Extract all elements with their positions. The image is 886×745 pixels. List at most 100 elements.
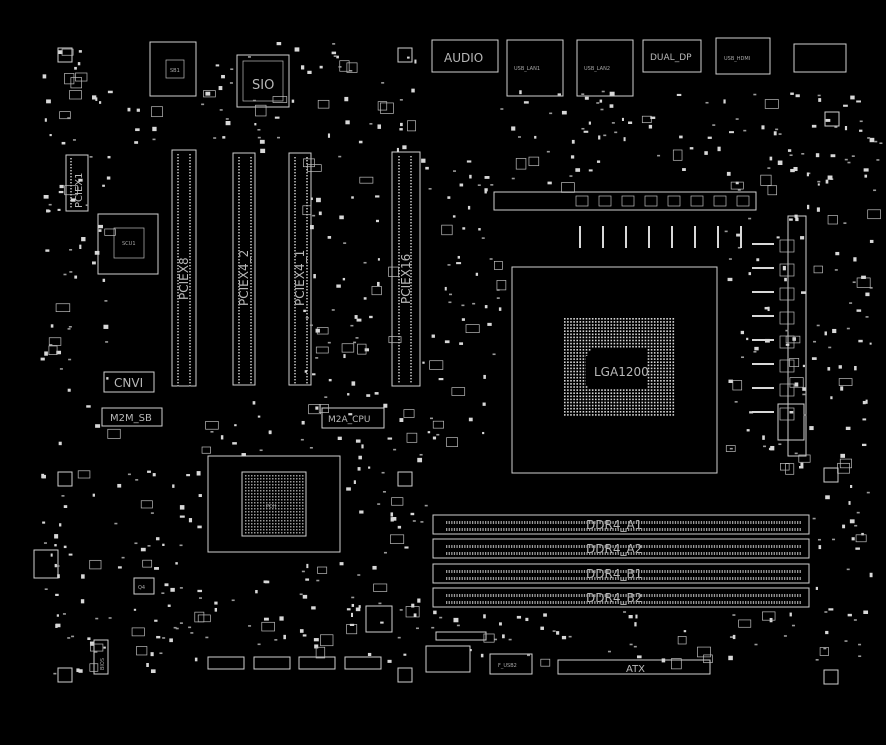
pad	[647, 389, 650, 391]
pciex4-1-slot[interactable]	[288, 152, 312, 386]
pad	[576, 407, 578, 410]
audio-connector[interactable]	[431, 39, 499, 73]
pch-chip[interactable]	[241, 471, 307, 537]
cpu-socket[interactable]	[511, 266, 718, 474]
pad	[294, 223, 296, 225]
pad	[398, 174, 400, 176]
pad	[238, 208, 240, 210]
pciex16-slot[interactable]	[391, 151, 421, 387]
pad	[560, 594, 562, 597]
pad	[459, 601, 461, 604]
left-jumper-block[interactable]	[33, 549, 59, 579]
usb-lan2-connector[interactable]	[576, 39, 634, 97]
atx-connector[interactable]	[557, 659, 711, 675]
pad	[177, 382, 179, 384]
pad	[189, 373, 191, 375]
bottom-block[interactable]	[425, 645, 471, 673]
pch-footprint[interactable]	[207, 455, 341, 553]
pad	[653, 373, 656, 376]
top-right-connector[interactable]	[793, 43, 847, 73]
bottom-header-3[interactable]	[298, 656, 336, 670]
pad	[647, 373, 650, 376]
pad	[680, 552, 682, 555]
pad	[760, 570, 762, 573]
scu1-chip[interactable]	[97, 213, 159, 275]
usb-lan1-connector[interactable]	[506, 39, 564, 97]
m2m-sb-connector[interactable]	[101, 407, 163, 427]
pad	[629, 327, 631, 329]
pad	[666, 383, 668, 385]
pad	[752, 552, 755, 555]
usb-hdmi-connector[interactable]	[715, 37, 771, 75]
pad	[410, 222, 412, 224]
pad	[359, 510, 364, 514]
pad	[474, 577, 476, 580]
pad	[850, 95, 855, 100]
pad	[600, 108, 604, 111]
pad	[576, 364, 578, 367]
cnvi-connector[interactable]	[103, 371, 155, 393]
sys-fan-chip[interactable]	[365, 605, 393, 633]
pad	[851, 537, 855, 541]
ddr4-b1-slot[interactable]	[432, 563, 810, 584]
pad	[570, 355, 572, 357]
pad	[677, 521, 679, 524]
pad	[602, 552, 604, 555]
socket-center	[586, 356, 646, 386]
pciex1-slot[interactable]	[65, 154, 89, 212]
pad	[290, 517, 292, 519]
cpu-fan-header[interactable]	[777, 403, 805, 441]
pad	[609, 521, 612, 524]
sb1-chip[interactable]	[149, 41, 197, 97]
ddr4-b2-slot[interactable]	[432, 587, 810, 608]
pciex4-2-slot[interactable]	[232, 152, 256, 386]
pad	[610, 401, 613, 404]
pad	[451, 570, 453, 573]
pad	[632, 327, 634, 329]
ddr4-a2-slot[interactable]	[432, 538, 810, 559]
pad	[630, 577, 632, 580]
pciex8-slot[interactable]	[171, 149, 197, 387]
pad	[663, 352, 665, 354]
bottom-header-4[interactable]	[344, 656, 382, 670]
pad	[629, 401, 631, 404]
bios-chip[interactable]	[93, 639, 109, 675]
pad	[604, 521, 606, 524]
pad	[839, 458, 852, 469]
bottom-header-2[interactable]	[253, 656, 291, 670]
pad	[570, 395, 572, 398]
pad	[568, 552, 570, 555]
pad	[500, 521, 502, 524]
pad	[573, 352, 575, 354]
pad	[576, 336, 578, 339]
bottom-strip[interactable]	[435, 631, 487, 641]
pad	[459, 521, 461, 524]
ddr4-a1-slot[interactable]	[432, 514, 810, 535]
dimm-pin-rows	[446, 521, 801, 604]
pad	[755, 545, 757, 548]
pad	[610, 333, 613, 336]
sio-chip[interactable]	[236, 54, 290, 108]
pad	[296, 484, 298, 486]
pad	[299, 484, 301, 486]
dual-dp-connector[interactable]	[642, 39, 702, 73]
pad	[732, 634, 736, 640]
vrm-rail[interactable]	[493, 191, 757, 211]
bottom-header-1[interactable]	[207, 656, 245, 670]
pad	[447, 196, 451, 199]
pad	[293, 508, 295, 510]
m2a-cpu-connector[interactable]	[321, 407, 385, 429]
pad	[661, 528, 664, 531]
pad	[299, 520, 301, 522]
pad	[708, 545, 710, 548]
q4-mosfet[interactable]	[133, 577, 155, 595]
pad	[582, 392, 585, 394]
pad	[250, 283, 252, 285]
pad	[734, 401, 738, 403]
f-usb2-header[interactable]	[489, 653, 533, 675]
pad	[638, 594, 640, 597]
pad	[306, 256, 308, 258]
pad	[591, 552, 593, 555]
pad	[368, 466, 371, 469]
pad	[568, 594, 570, 597]
